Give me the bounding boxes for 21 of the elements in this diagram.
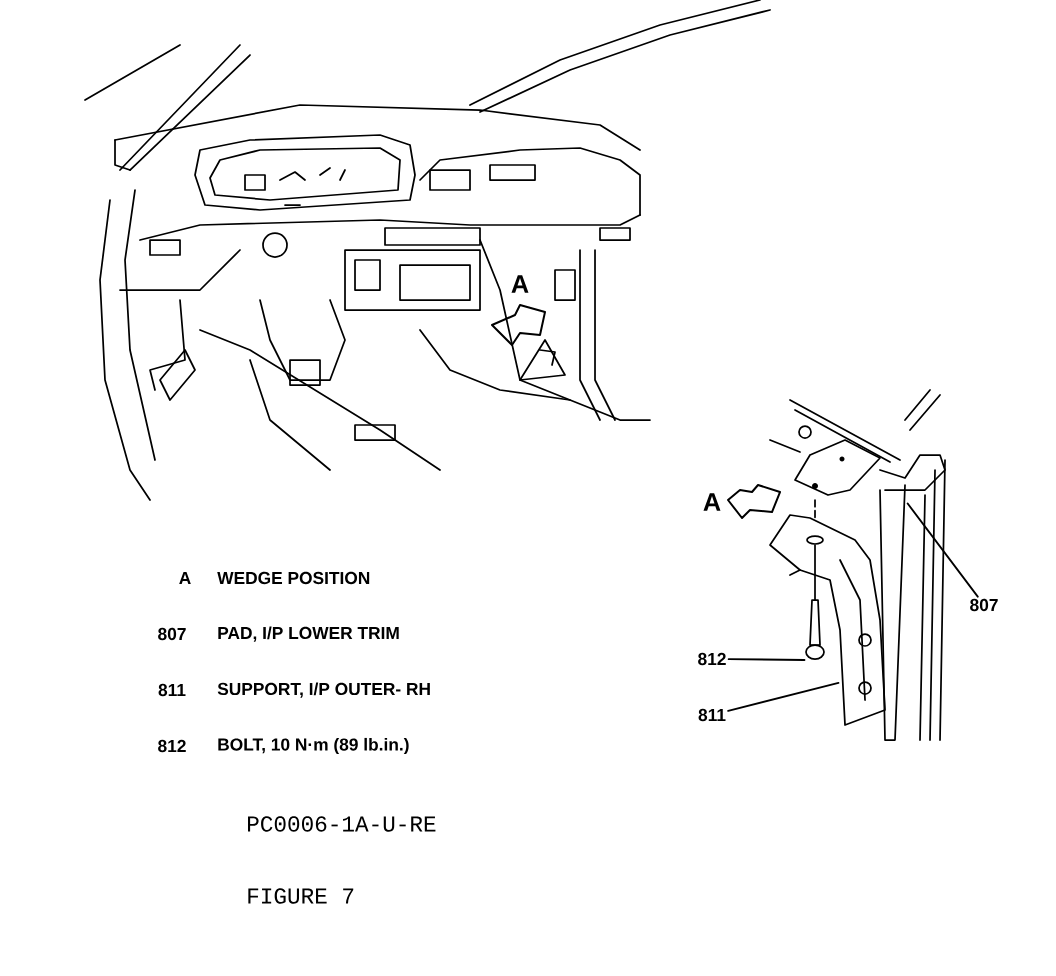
legend-letter: A bbox=[179, 572, 191, 584]
leader-line bbox=[727, 681, 840, 712]
callout-number: 807 bbox=[970, 598, 998, 612]
leader-line bbox=[906, 502, 979, 598]
legend-text: BOLT, 10 N·m (89 lb.in.) bbox=[218, 737, 409, 755]
legend-text: WEDGE POSITION bbox=[217, 571, 370, 585]
callout-number: 812 bbox=[698, 652, 726, 666]
bolt-drawing bbox=[805, 544, 825, 660]
figure-caption: FIGURE 7 bbox=[248, 888, 354, 904]
support-drawing bbox=[769, 514, 886, 726]
callout-number: 811 bbox=[698, 708, 726, 722]
pad-drawing bbox=[794, 439, 946, 496]
figure-code: PC0006-1A-U-RE bbox=[248, 816, 436, 832]
wedge-letter: A bbox=[511, 275, 529, 293]
leader-line bbox=[727, 658, 806, 661]
legend-number: 807 bbox=[158, 627, 186, 641]
legend-number: 812 bbox=[158, 739, 186, 753]
legend-text: PAD, I/P LOWER TRIM bbox=[218, 626, 399, 642]
wedge-letter: A bbox=[703, 493, 721, 511]
legend-number: 811 bbox=[158, 683, 186, 697]
legend-text: SUPPORT, I/P OUTER- RH bbox=[217, 682, 430, 698]
